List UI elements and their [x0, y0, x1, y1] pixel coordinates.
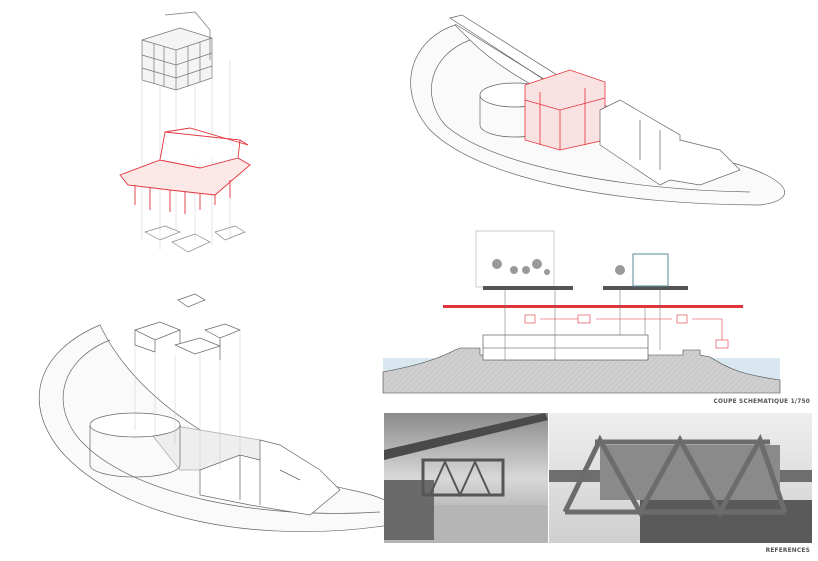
building-cluster: [199, 439, 341, 516]
reference-photo-2: [549, 413, 812, 543]
ground: [382, 347, 781, 394]
red-roof-structure: [119, 127, 251, 214]
references-caption: REFERENCES: [765, 546, 810, 554]
base-pieces: [144, 225, 246, 253]
basement-volume: [482, 334, 649, 361]
upper-deck-right: [603, 253, 688, 290]
schematic-section: [382, 230, 781, 394]
site-axonometric: [38, 293, 400, 532]
glass-pavilion: [632, 253, 669, 287]
upper-deck-left: [475, 230, 573, 290]
reference-photo-1: [384, 413, 548, 543]
section-caption: COUPE SCHEMATIQUE 1/750: [713, 397, 810, 405]
trees: [492, 259, 550, 275]
red-beam: [443, 305, 743, 308]
red-building-blocks: [524, 69, 606, 151]
site-perspective: [410, 14, 785, 206]
exploded-axonometric: [119, 11, 251, 253]
red-flow-diagram: [524, 314, 729, 349]
stacked-modules: [141, 11, 213, 91]
floating-modules: [134, 293, 241, 360]
